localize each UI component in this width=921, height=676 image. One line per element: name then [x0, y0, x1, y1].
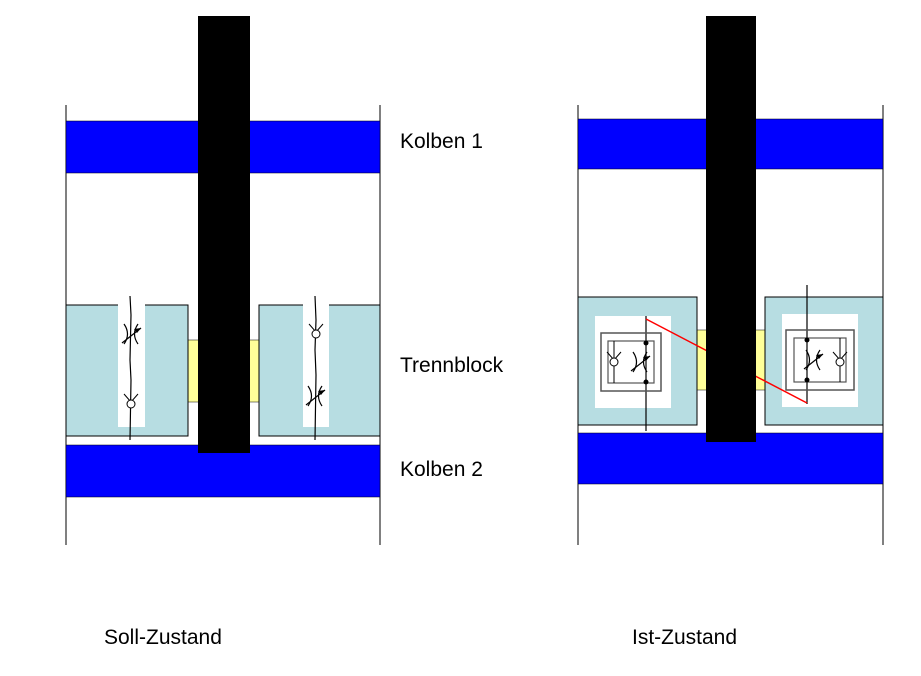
piston-2 [65, 444, 381, 498]
soll-assembly [65, 16, 381, 545]
junction-dot [804, 377, 810, 383]
junction-dot [643, 379, 649, 385]
valve-housing-outer [785, 329, 855, 391]
label-trennblock: Trennblock [400, 354, 504, 377]
valve-housing-outer [600, 332, 662, 392]
ist-assembly [577, 16, 884, 545]
junction-dot [643, 340, 649, 346]
piston-rod [198, 16, 250, 453]
valve-window-left [595, 316, 671, 408]
caption-ist-zustand: Ist-Zustand [632, 626, 737, 649]
label-kolben-1: Kolben 1 [400, 130, 483, 153]
valve-housing-inner [607, 340, 655, 384]
label-kolben-2: Kolben 2 [400, 458, 483, 481]
piston-rod [706, 16, 756, 442]
caption-soll-zustand: Soll-Zustand [104, 626, 222, 649]
junction-dot [804, 337, 810, 343]
valve-housing-inner [793, 337, 847, 383]
